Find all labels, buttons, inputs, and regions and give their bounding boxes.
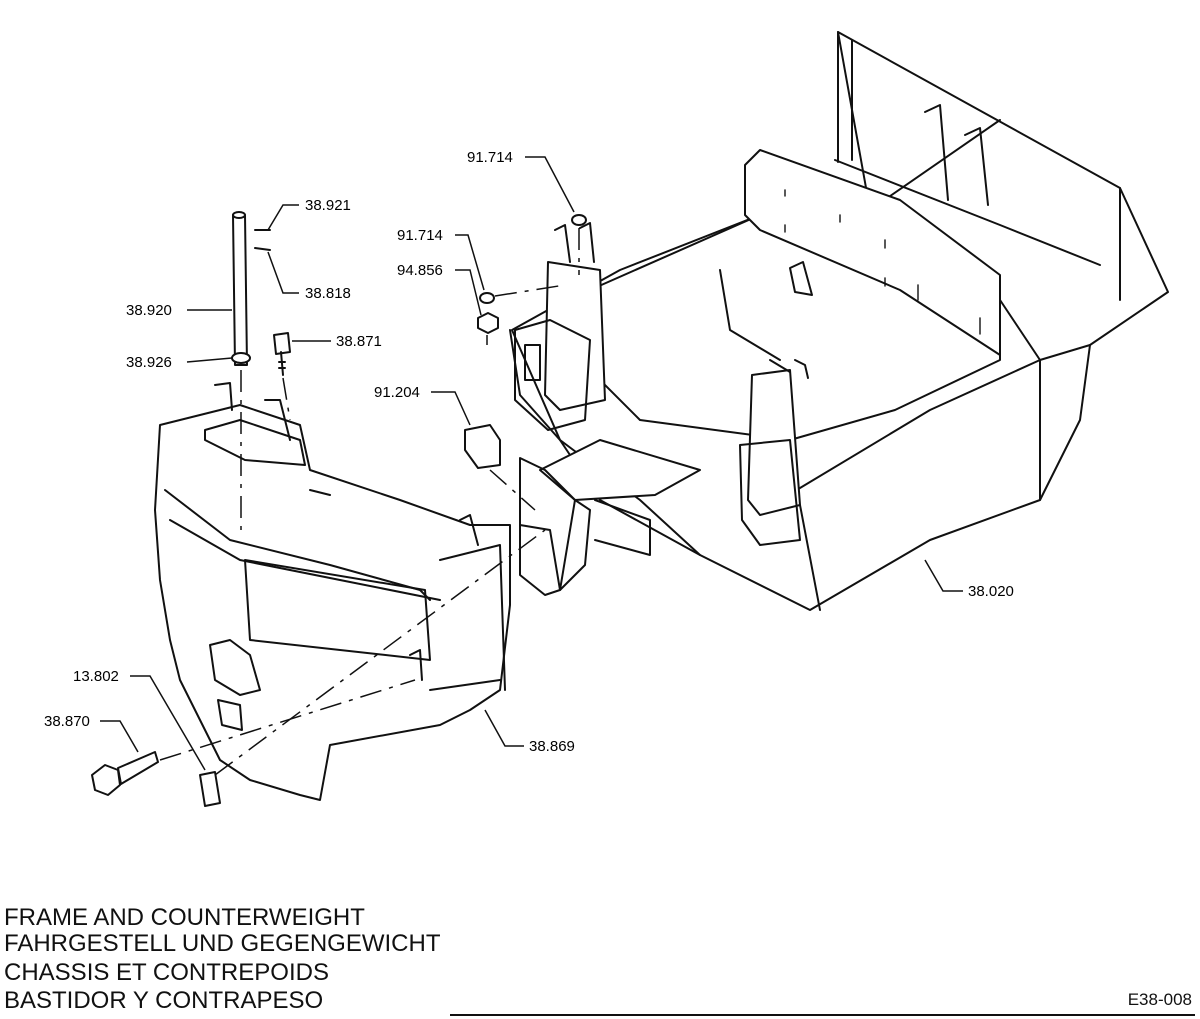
bolt-38870	[91, 751, 159, 796]
nut-94856	[477, 312, 499, 334]
bottom-rule	[450, 1014, 1195, 1016]
bumper-91204	[464, 424, 501, 469]
label-91714-b: 91.714	[397, 227, 443, 244]
washer-38926	[231, 352, 251, 364]
counterweight	[154, 382, 511, 801]
label-94856: 94.856	[397, 262, 443, 279]
label-38926: 38.926	[126, 354, 172, 371]
title-german: FAHRGESTELL UND GEGENGEWICHT	[4, 930, 441, 957]
label-13802: 13.802	[73, 668, 119, 685]
bolt-38871	[273, 332, 291, 376]
label-38020: 38.020	[968, 583, 1014, 600]
washer-91714-b	[479, 292, 495, 304]
main-frame	[509, 31, 1169, 611]
label-38818: 38.818	[305, 285, 351, 302]
plate-13802	[199, 771, 221, 807]
label-91204: 91.204	[374, 384, 420, 401]
leader-lines	[100, 156, 963, 771]
label-91714-a: 91.714	[467, 149, 513, 166]
title-english: FRAME AND COUNTERWEIGHT	[4, 904, 365, 931]
title-french: CHASSIS ET CONTREPOIDS	[4, 959, 329, 986]
washer-91714-a	[571, 214, 587, 226]
figure-code: E38-008	[1127, 990, 1192, 1009]
label-38869: 38.869	[529, 738, 575, 755]
title-spanish: BASTIDOR Y CONTRAPESO	[4, 987, 324, 1014]
label-38871: 38.871	[336, 333, 382, 350]
pins-38921-38818	[254, 229, 271, 251]
label-38921: 38.921	[305, 197, 351, 214]
rod-38920	[231, 211, 251, 366]
label-38870: 38.870	[44, 713, 90, 730]
label-38920: 38.920	[126, 302, 172, 319]
